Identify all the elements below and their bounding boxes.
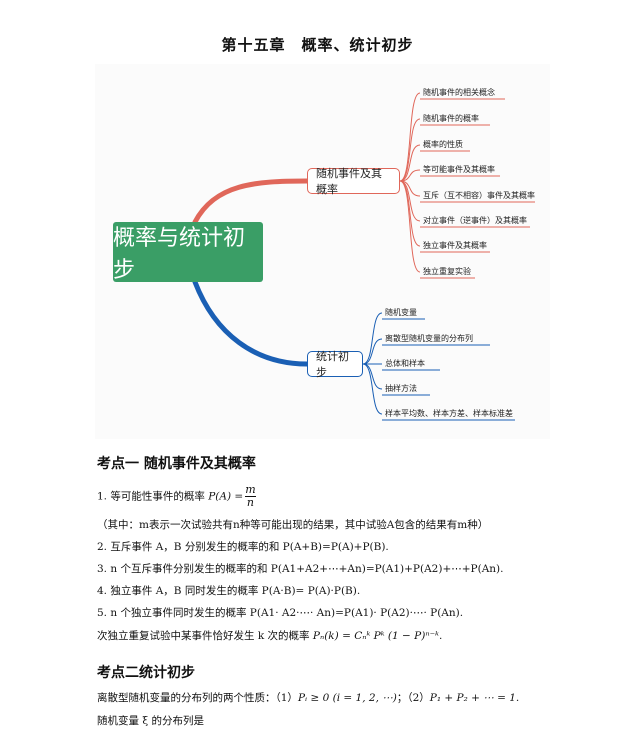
mind-map-connectors: [192, 92, 535, 421]
chapter-title: 第十五章 概率、统计初步: [221, 36, 414, 54]
doc-line: 次独立重复试验中某事件恰好发生 k 次的概率 Pₙ(k) = Cₙᵏ Pᵏ (1…: [97, 628, 442, 643]
formula: Pₙ(k) = Cₙᵏ Pᵏ (1 − P)ⁿ⁻ᵏ.: [312, 630, 443, 642]
doc-line: 2. 互斥事件 A，B 分别发生的概率的和 P(A+B)=P(A)+P(B).: [97, 541, 389, 553]
leaf-node: 随机变量: [385, 308, 417, 317]
formula: P₁ + P₂ + ⋯ = 1.: [429, 692, 520, 704]
doc-line: 5. n 个独立事件同时发生的概率 P(A1· A2·⋯· An)=P(A1)·…: [97, 607, 464, 619]
leaf-node: 随机事件的相关概念: [423, 88, 495, 97]
fraction-denominator: n: [246, 496, 254, 509]
section-heading-1: 考点一 随机事件及其概率: [97, 456, 256, 472]
line-text: 离散型随机变量的分布列的两个性质：（1）: [97, 692, 298, 704]
formula: Pᵢ ≥ 0 (i = 1, 2, ⋯): [297, 692, 397, 704]
branch-node-random-events: 随机事件及其概率: [307, 167, 400, 196]
leaf-node: 总体和样本: [385, 359, 425, 368]
mind-map: 概率与统计初步 随机事件及其概率 统计初步 随机事件的相关概念 随机事件的概率 …: [95, 64, 550, 439]
leaf-node: 对立事件（逆事件）及其概率: [423, 216, 527, 225]
leaf-node: 等可能事件及其概率: [423, 165, 495, 174]
section-heading-2: 考点二统计初步: [97, 665, 195, 681]
leaf-node: 离散型随机变量的分布列: [385, 334, 473, 343]
doc-line: 随机变量 ξ 的分布列是: [97, 715, 204, 727]
mind-map-central-node: 概率与统计初步: [113, 222, 263, 283]
formula-lhs: P(A) =: [208, 490, 244, 503]
doc-line: 3. n 个互斥事件分别发生的概率的和 P(A1+A2+⋯+An)=P(A1)+…: [97, 563, 504, 575]
leaf-node: 抽样方法: [385, 384, 417, 393]
leaf-node: 独立事件及其概率: [423, 241, 487, 250]
leaf-node: 独立重复实验: [423, 267, 471, 276]
doc-line: （其中：m表示一次试验共有n种等可能出现的结果，其中试验A包含的结果有m种）: [97, 519, 489, 531]
doc-line: 离散型随机变量的分布列的两个性质：（1）Pᵢ ≥ 0 (i = 1, 2, ⋯)…: [97, 690, 519, 705]
leaf-node: 概率的性质: [423, 140, 463, 149]
leaf-node: 随机事件的概率: [423, 114, 479, 123]
leaf-node: 样本平均数、样本方差、样本标准差: [385, 409, 513, 418]
line-text: 次独立重复试验中某事件恰好发生 k 次的概率: [97, 630, 313, 642]
doc-line: 4. 独立事件 A，B 同时发生的概率 P(A·B)= P(A)·P(B).: [97, 585, 361, 597]
line-text: ；（2）: [396, 692, 430, 704]
branch-node-statistics: 统计初步: [307, 350, 363, 379]
line-text: 1. 等可能性事件的概率: [97, 490, 209, 503]
leaf-node: 互斥（互不相容）事件及其概率: [423, 191, 535, 200]
fraction-numerator: m: [245, 483, 256, 497]
